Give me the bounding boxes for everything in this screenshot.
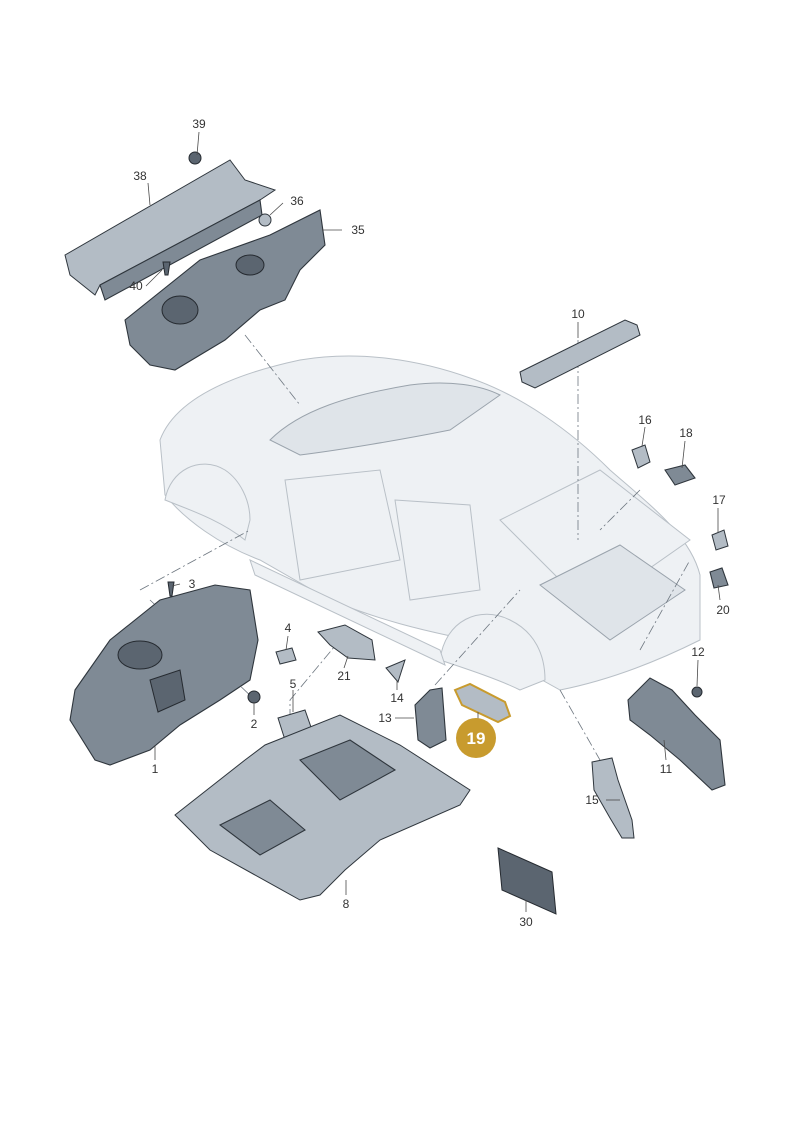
part-16-pad bbox=[631, 444, 651, 469]
callout-10: 10 bbox=[571, 307, 585, 321]
callouts: 39 38 36 35 40 10 16 18 17 20 3 4 5 2 1 … bbox=[129, 117, 730, 929]
highlight-badge bbox=[456, 718, 496, 758]
part-2-grommet bbox=[247, 690, 261, 704]
part-13-wheelhouse-liner bbox=[414, 687, 447, 749]
callout-16: 16 bbox=[638, 413, 652, 427]
callout-20: 20 bbox=[716, 603, 730, 617]
part-36-clip bbox=[258, 213, 272, 227]
callout-3: 3 bbox=[189, 577, 196, 591]
callout-40: 40 bbox=[129, 279, 143, 293]
part-17-pad bbox=[711, 529, 729, 551]
callout-19-highlight[interactable]: 19 bbox=[456, 718, 496, 758]
callout-11: 11 bbox=[660, 762, 673, 776]
callout-35: 35 bbox=[351, 223, 365, 237]
callout-8: 8 bbox=[343, 897, 350, 911]
part-35-opening bbox=[161, 295, 199, 325]
leader-lines bbox=[145, 131, 721, 912]
callout-19: 19 bbox=[467, 729, 486, 748]
part-30-pad bbox=[497, 847, 557, 915]
callout-36: 36 bbox=[290, 194, 304, 208]
callout-4: 4 bbox=[285, 621, 292, 635]
callout-21: 21 bbox=[337, 669, 351, 683]
callout-14: 14 bbox=[390, 691, 404, 705]
callout-15: 15 bbox=[585, 793, 599, 807]
callout-2: 2 bbox=[251, 717, 258, 731]
part-1-opening bbox=[117, 640, 163, 670]
callout-30: 30 bbox=[519, 915, 533, 929]
locator-lines bbox=[139, 334, 691, 761]
part-35-insulation-mat bbox=[124, 209, 326, 371]
callout-1: 1 bbox=[152, 762, 159, 776]
part-15-panel bbox=[591, 757, 635, 839]
part-39-grommet bbox=[188, 151, 202, 165]
part-19-sound-pad bbox=[453, 682, 512, 724]
part-14-pad bbox=[385, 659, 406, 684]
part-40-screw bbox=[162, 261, 171, 276]
callout-5: 5 bbox=[290, 677, 297, 691]
part-1-tunnel bbox=[149, 669, 186, 713]
callout-13: 13 bbox=[378, 711, 392, 725]
callout-39: 39 bbox=[192, 117, 206, 131]
part-21-bracket bbox=[317, 624, 376, 661]
part-35-opening-2 bbox=[235, 254, 265, 276]
part-20-bracket bbox=[709, 567, 729, 589]
part-8-floor-carpet bbox=[174, 714, 471, 901]
car-body-shell bbox=[159, 355, 701, 691]
part-8-footwell bbox=[218, 799, 306, 856]
callout-38: 38 bbox=[133, 169, 147, 183]
part-18-pad bbox=[664, 464, 696, 486]
part-3-screw bbox=[167, 581, 175, 597]
callout-17: 17 bbox=[712, 493, 726, 507]
part-8-tunnel bbox=[299, 739, 397, 801]
part-11-rear-insulation bbox=[627, 677, 726, 791]
callout-18: 18 bbox=[679, 426, 693, 440]
part-12-screw bbox=[691, 686, 703, 698]
callout-12: 12 bbox=[691, 645, 705, 659]
part-4-clip bbox=[275, 647, 297, 665]
part-10-sill-strip bbox=[519, 319, 641, 389]
